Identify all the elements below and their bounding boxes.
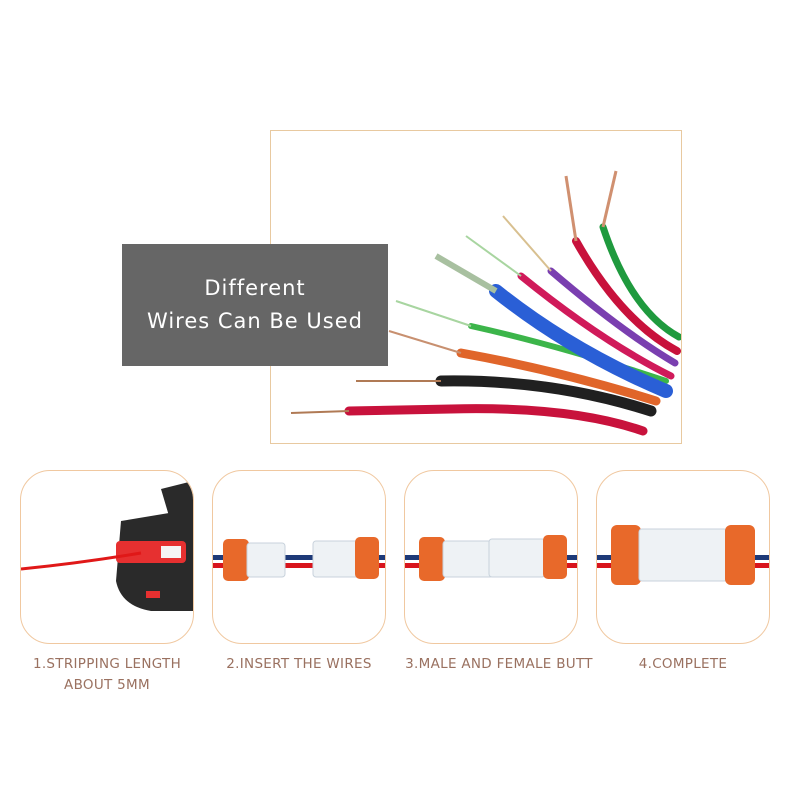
label-line-2: Wires Can Be Used — [147, 309, 363, 333]
step-caption-1: 1.STRIPPING LENGTH ABOUT 5MM — [12, 654, 202, 696]
wires-label-box: Different Wires Can Be Used — [122, 244, 388, 366]
colored-wires-image — [290, 170, 681, 436]
step-3-caption-line-1: 3.MALE AND FEMALE BUTT — [405, 656, 593, 672]
step-caption-3: 3.MALE AND FEMALE BUTT — [394, 654, 604, 675]
step-caption-2: 2.INSERT THE WIRES — [204, 654, 394, 675]
connector-joining-icon — [405, 535, 577, 581]
step-1-caption-line-2: ABOUT 5MM — [64, 677, 150, 693]
step-card-complete — [596, 470, 770, 644]
step-card-insert — [212, 470, 386, 644]
step-caption-4: 4.COMPLETE — [588, 654, 778, 675]
connector-separated-icon — [213, 537, 385, 581]
step-card-stripping — [20, 470, 194, 644]
wire-stripper-icon — [21, 481, 193, 611]
label-line-1: Different — [204, 276, 306, 300]
step-4-caption-line-1: 4.COMPLETE — [638, 656, 728, 672]
step-2-caption-line-1: 2.INSERT THE WIRES — [226, 656, 372, 672]
connector-complete-icon — [597, 525, 769, 585]
step-card-butt — [404, 470, 578, 644]
step-1-caption-line-1: 1.STRIPPING LENGTH — [32, 656, 182, 672]
